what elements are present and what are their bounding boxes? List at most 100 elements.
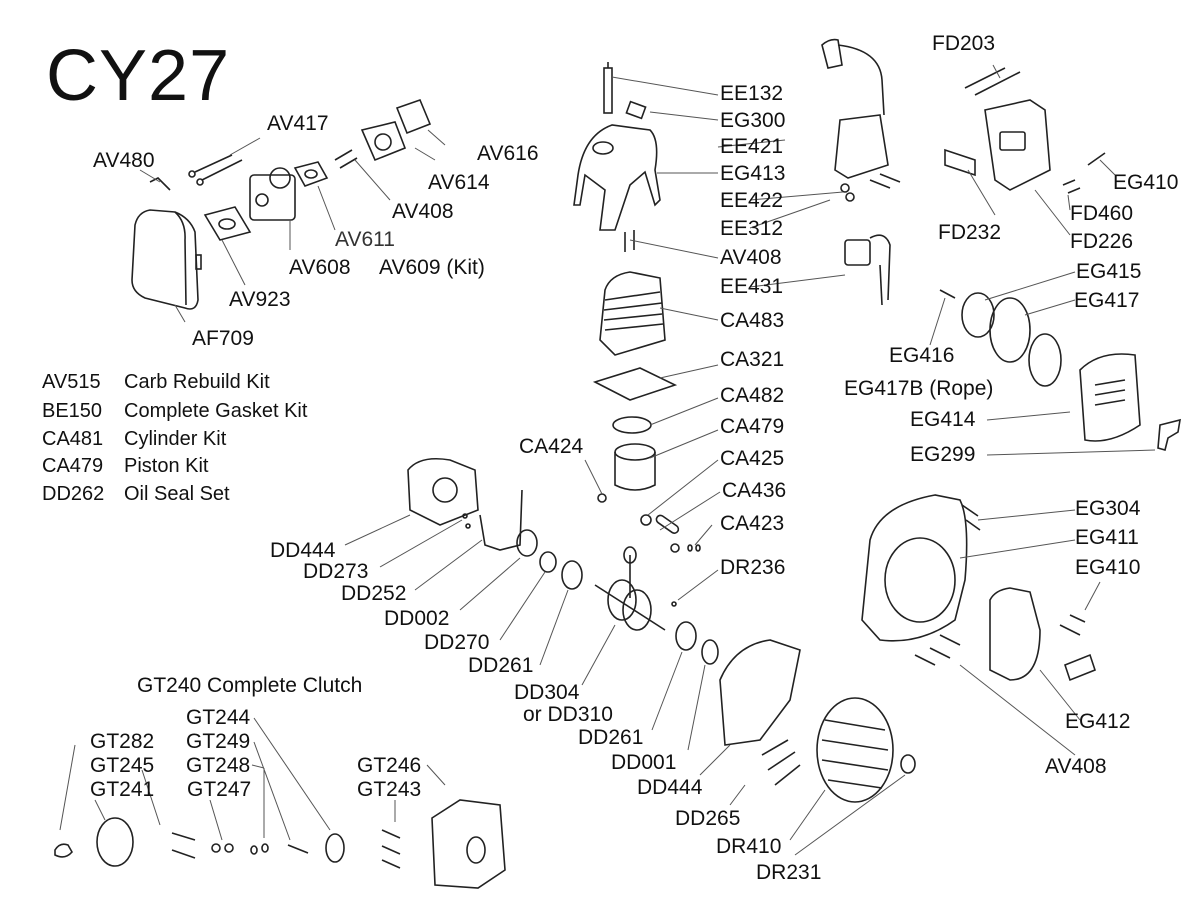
label-dr236: DR236: [720, 556, 786, 579]
piston-ring-part: [612, 416, 652, 434]
label-gt248: GT248: [186, 754, 251, 777]
label-av408-top: AV408: [720, 246, 782, 269]
kit-desc: Carb Rebuild Kit: [124, 371, 270, 393]
starter-handle-part: [1157, 418, 1181, 451]
kit-code: AV515: [42, 371, 101, 393]
crankcase-left-part: [407, 457, 479, 526]
label-dd310: or DD310: [523, 703, 613, 726]
carb-screws-part: [334, 149, 358, 169]
label-dr231: DR231: [756, 861, 822, 884]
label-gt247: GT247: [187, 778, 252, 801]
label-eg417: EG417: [1074, 289, 1140, 312]
ignition-coil-part: [821, 38, 889, 179]
label-eg415: EG415: [1076, 260, 1142, 283]
kit-item: CA479 Piston Kit: [42, 455, 208, 477]
label-gt243: GT243: [357, 778, 422, 801]
kit-desc: Oil Seal Set: [124, 483, 230, 505]
label-av616: AV616: [477, 142, 539, 165]
pin-part: [149, 177, 171, 191]
label-ca423: CA423: [720, 512, 785, 535]
label-gt282: GT282: [90, 730, 155, 753]
insulator-block-part: [360, 121, 407, 162]
starter-cover-part: [1079, 353, 1141, 442]
flywheel-part: [816, 697, 894, 803]
base-gasket-part: [592, 367, 678, 401]
label-av608: AV608: [289, 256, 351, 279]
label-gt249: GT249: [186, 730, 251, 753]
leader-lines: [59, 64, 1156, 856]
bearing-part: [516, 529, 538, 557]
label-eg414: EG414: [910, 408, 976, 431]
kit-code: CA479: [42, 455, 104, 477]
label-av408-carb: AV408: [392, 200, 454, 223]
cylinder-part: [599, 271, 666, 356]
label-ca482: CA482: [720, 384, 785, 407]
label-dd304: DD304: [514, 681, 580, 704]
clutch-housing-part: [431, 799, 506, 889]
label-fd232: FD232: [938, 221, 1002, 244]
label-ee312: EE312: [720, 217, 784, 240]
piston-part: [614, 443, 656, 491]
label-av417: AV417: [267, 112, 329, 135]
label-ca483: CA483: [720, 309, 785, 332]
oil-seal-part: [561, 560, 583, 590]
label-eg304: EG304: [1075, 497, 1141, 520]
carb-gasket-part: [203, 206, 252, 241]
label-av611: AV611: [335, 228, 395, 251]
label-dd444-left: DD444: [270, 539, 336, 562]
label-ee422: EE422: [720, 189, 784, 212]
label-ca321: CA321: [720, 348, 785, 371]
kit-code: CA481: [42, 428, 104, 450]
label-av408-bottom: AV408: [1045, 755, 1107, 778]
label-ca425: CA425: [720, 447, 785, 470]
label-eg412: EG412: [1065, 710, 1131, 733]
muffler-part: [984, 99, 1051, 191]
carburetor-part: [249, 167, 296, 221]
label-av609: AV609 (Kit): [379, 256, 485, 279]
kit-code: DD262: [42, 483, 105, 505]
label-av614: AV614: [428, 171, 490, 194]
label-eg300: EG300: [720, 109, 786, 132]
spark-plug-part: [603, 62, 613, 114]
label-eg417b: EG417B (Rope): [844, 377, 994, 400]
label-eg416: EG416: [889, 344, 955, 367]
kit-item: DD262 Oil Seal Set: [42, 483, 230, 505]
circlip-part: [539, 551, 557, 573]
label-eg410-top: EG410: [1113, 171, 1179, 194]
kit-desc: Piston Kit: [124, 455, 209, 477]
label-ca436: CA436: [722, 479, 787, 502]
label-fd460: FD460: [1070, 202, 1134, 225]
pulley-part: [961, 292, 995, 338]
crankcase-gasket-part: [479, 489, 523, 551]
label-fd203: FD203: [932, 32, 996, 55]
label-dd270: DD270: [424, 631, 490, 654]
label-ca479: CA479: [720, 415, 785, 438]
label-dr410: DR410: [716, 835, 782, 858]
label-eg413: EG413: [720, 162, 786, 185]
kit-item: AV515 Carb Rebuild Kit: [42, 371, 270, 393]
kit-desc: Cylinder Kit: [124, 428, 227, 450]
label-dd273: DD273: [303, 560, 369, 583]
label-gt241: GT241: [90, 778, 155, 801]
label-dd444-right: DD444: [637, 776, 703, 799]
label-dd252: DD252: [341, 582, 407, 605]
fan-housing-part: [861, 494, 968, 642]
clutch-hub-part: [325, 833, 345, 863]
kit-item: CA481 Cylinder Kit: [42, 428, 226, 450]
label-dd001: DD001: [611, 751, 677, 774]
label-fd226: FD226: [1070, 230, 1134, 253]
label-eg411: EG411: [1075, 526, 1139, 549]
flywheel-nut-part: [900, 754, 916, 774]
intake-gasket-part: [395, 98, 432, 135]
label-gt244: GT244: [186, 706, 251, 729]
label-ca424: CA424: [519, 435, 584, 458]
label-av480: AV480: [93, 149, 155, 172]
label-dd265: DD265: [675, 807, 741, 830]
clutch-spring-part: [54, 843, 73, 858]
clutch-heading: GT240 Complete Clutch: [137, 674, 363, 697]
kit-desc: Complete Gasket Kit: [124, 400, 308, 422]
label-gt246: GT246: [357, 754, 422, 777]
